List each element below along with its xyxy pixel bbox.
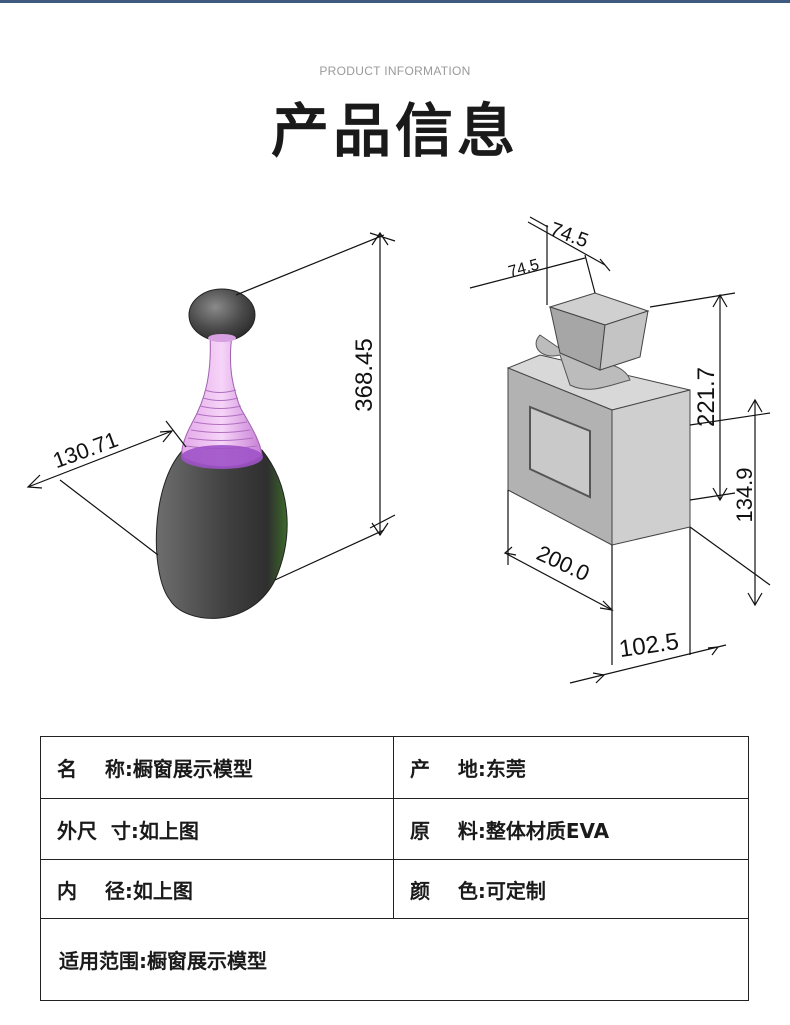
bottle-collar-ring: [181, 445, 263, 469]
bottle-width-label: 130.71: [50, 427, 122, 474]
perfume-bottle-model: [155, 288, 288, 619]
spec-table: 名 称: 橱窗展示模型 产 地: 东莞 外尺 寸: 如上图 原 料: 整体材质E…: [40, 736, 749, 1001]
box-right-face: [611, 389, 691, 546]
bottle-height-label: 368.45: [351, 338, 378, 411]
cap-width-label: 74.5: [547, 218, 591, 252]
spec-row-size: 外尺 寸: 如上图 原 料: 整体材质EVA: [41, 799, 748, 860]
spec-label-color: 颜 色:: [410, 878, 486, 903]
bottle-body: [155, 449, 288, 619]
section-title: 产品信息: [270, 97, 519, 165]
perfume-box-model: [506, 292, 691, 546]
spec-value-outer-size: 如上图: [138, 818, 199, 843]
bottle-neck-rings: [185, 389, 258, 449]
top-accent-bar: [0, 0, 790, 3]
spec-value-origin: 东莞: [485, 757, 526, 781]
box-label-window: [529, 405, 591, 499]
box-total-height-label: 221.7: [693, 367, 720, 427]
spec-value-scope: 橱窗展示模型: [147, 949, 267, 973]
spec-value-color: 可定制: [485, 878, 546, 903]
spec-row-inner: 内 径: 如上图 颜 色: 可定制: [41, 860, 748, 919]
spec-value-inner-diameter: 如上图: [132, 878, 193, 903]
spec-label-name: 名 称:: [57, 757, 133, 781]
spec-value-material: 整体材质EVA: [485, 818, 610, 843]
bottle-cap-base: [208, 334, 236, 342]
box-cap-right: [599, 310, 649, 371]
box-dimension-lines: [469, 216, 771, 684]
spec-row-scope: 适用范围: 橱窗展示模型: [41, 919, 748, 1000]
spec-label-scope: 适用范围:: [59, 949, 147, 973]
bottle-dimension-lines: [26, 231, 396, 581]
bottle-cap: [188, 288, 256, 342]
section-subtitle: PRODUCT INFORMATION: [319, 64, 471, 78]
spec-value-name: 橱窗展示模型: [132, 757, 253, 781]
product-dimension-figure: 130.71 368.45 74.5 74.5 221.7 134.9 200.…: [26, 216, 771, 684]
cap-depth-label: 74.5: [507, 256, 542, 281]
box-width-label: 200.0: [533, 540, 593, 586]
spec-label-material: 原 料:: [410, 818, 486, 843]
box-body-height-label: 134.9: [732, 467, 757, 522]
spec-label-inner-diameter: 内 径:: [57, 878, 133, 903]
spec-label-origin: 产 地:: [410, 757, 486, 781]
spec-row-name: 名 称: 橱窗展示模型 产 地: 东莞: [41, 737, 748, 799]
spec-label-outer-size: 外尺 寸:: [57, 818, 139, 843]
